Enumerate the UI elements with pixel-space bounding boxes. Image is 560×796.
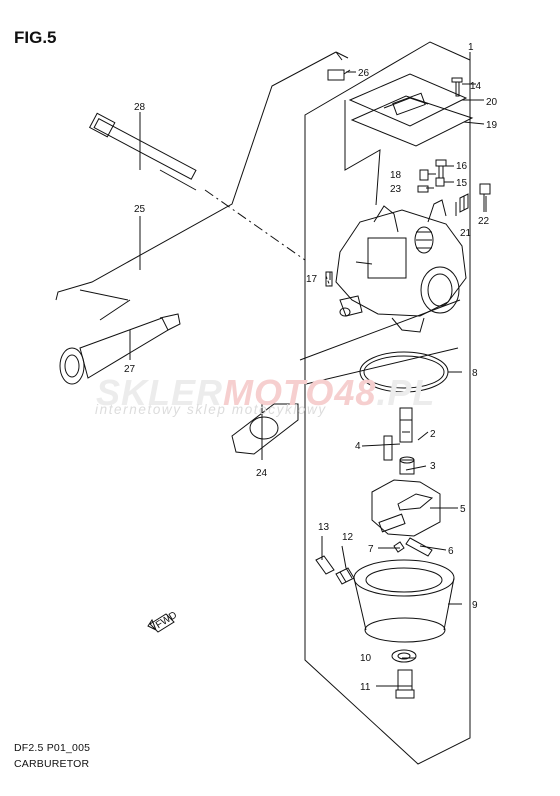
callout-21: 21 <box>460 228 472 239</box>
callout-12: 12 <box>342 532 354 543</box>
watermark-brand: SKLERMOTO48.PL <box>96 372 435 414</box>
callout-17: 17 <box>306 274 318 285</box>
callout-13: 13 <box>318 522 330 533</box>
watermark-tagline: internetowy sklep motocyklowy <box>95 402 327 417</box>
callout-5: 5 <box>460 504 466 515</box>
callout-4: 4 <box>355 441 361 452</box>
assembly-frame <box>304 41 471 765</box>
callout-11: 11 <box>360 682 371 693</box>
callout-28: 28 <box>134 102 146 113</box>
callout-25: 25 <box>134 204 146 215</box>
diagram-title: CARBURETOR <box>14 758 90 770</box>
carburetor-body <box>335 209 467 317</box>
plate-20-slot <box>392 92 426 116</box>
screw-17 <box>325 271 333 287</box>
washer-10 <box>391 649 417 663</box>
callout-15: 15 <box>456 178 468 189</box>
callout-3: 3 <box>430 461 436 472</box>
link-rod-25 <box>55 51 337 301</box>
model-code: DF2.5 P01_005 <box>14 742 91 754</box>
dash-guide <box>325 275 331 287</box>
choke-knob-27 <box>59 313 181 385</box>
bolt-22 <box>479 183 491 212</box>
callout-19: 19 <box>486 120 498 131</box>
gasket-24 <box>231 403 299 455</box>
float-bowl-9 <box>353 559 455 643</box>
float-5 <box>371 479 441 537</box>
screw-16 <box>435 159 447 179</box>
rod-28 <box>88 112 197 191</box>
callout-27: 27 <box>124 364 136 375</box>
clip-7 <box>393 541 405 553</box>
spring-12 <box>335 567 355 585</box>
figure-label: FIG.5 <box>14 28 57 47</box>
screw-15 <box>435 177 445 187</box>
callout-9: 9 <box>472 600 478 611</box>
screw-23 <box>417 185 429 193</box>
callout-16: 16 <box>456 161 468 172</box>
callout-labels: 1 2 3 4 5 6 7 8 9 10 11 12 13 14 15 16 1… <box>124 42 498 693</box>
main-jet-3 <box>399 459 415 475</box>
callout-8: 8 <box>472 368 478 379</box>
callout-24: 24 <box>256 468 268 479</box>
spring-21 <box>455 193 469 216</box>
callout-26: 26 <box>358 68 370 79</box>
float-pin-6 <box>405 537 433 557</box>
callout-2: 2 <box>430 429 436 440</box>
o-ring-8 <box>359 351 449 393</box>
plate-19 <box>350 95 474 147</box>
fwd-label: FWD <box>154 610 179 631</box>
fwd-arrow-icon <box>147 613 175 633</box>
callout-22: 22 <box>478 216 490 227</box>
main-jet-2 <box>399 407 413 443</box>
part-18 <box>419 169 429 181</box>
callout-6: 6 <box>448 546 454 557</box>
bolt-14 <box>451 77 463 97</box>
plate-20 <box>348 73 468 127</box>
screw-13 <box>315 555 335 575</box>
callout-23: 23 <box>390 184 402 195</box>
carburetor-bore <box>420 266 460 314</box>
callout-10: 10 <box>360 653 372 664</box>
pin-4 <box>383 435 393 461</box>
callout-7: 7 <box>368 544 374 555</box>
watermark-brand-b: MOTO48 <box>223 372 377 413</box>
callout-14: 14 <box>470 81 482 92</box>
drain-plug-11 <box>397 669 413 691</box>
callout-20: 20 <box>486 97 498 108</box>
callout-18: 18 <box>390 170 402 181</box>
callout-1: 1 <box>468 42 474 53</box>
watermark-brand-a: SKLER <box>96 372 224 413</box>
watermark-brand-c: .PL <box>376 372 436 413</box>
